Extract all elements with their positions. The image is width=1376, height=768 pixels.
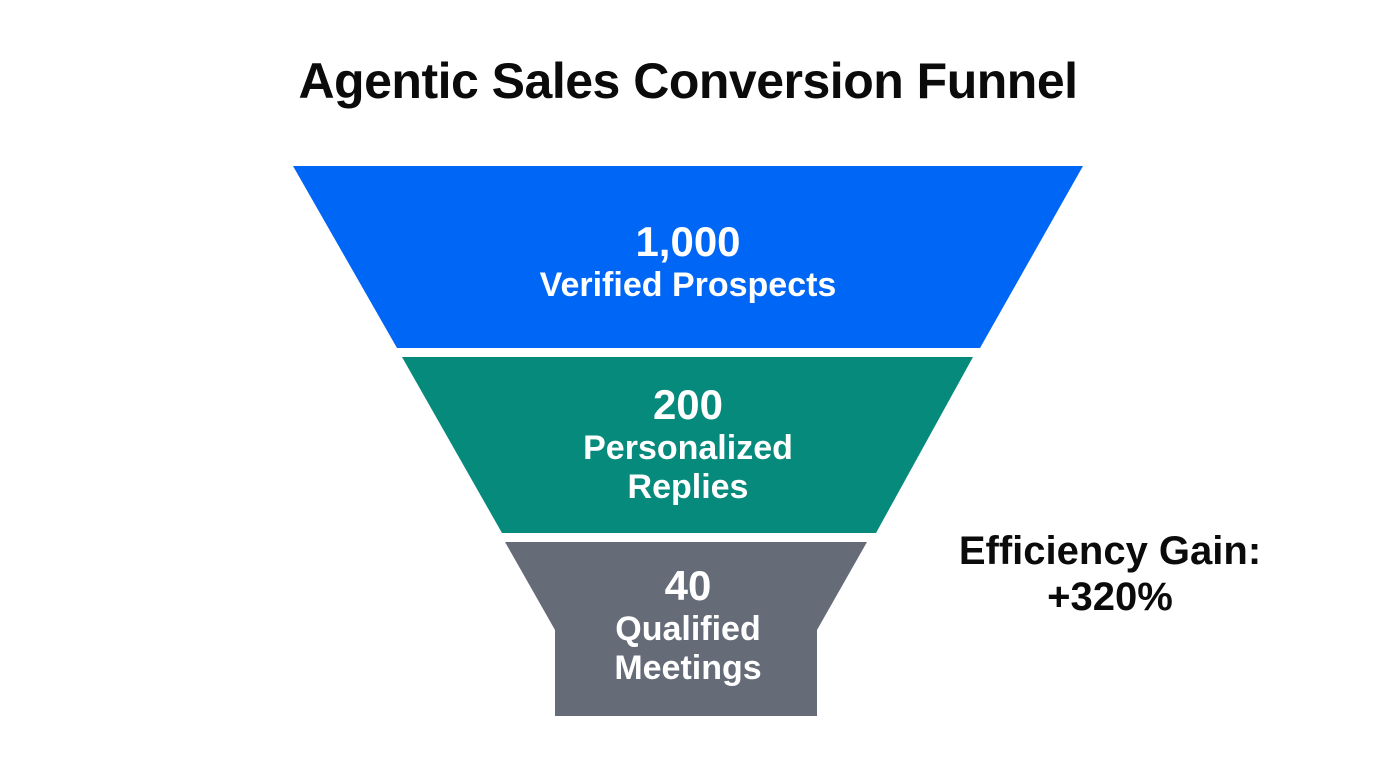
chart-title: Agentic Sales Conversion Funnel (298, 53, 1078, 109)
funnel-stage-1-shape (293, 166, 1083, 348)
stage-3-value: 40 (664, 562, 712, 609)
funnel-stage-2: 200 Personalized Replies (438, 381, 938, 507)
funnel-stage-3-shape (505, 542, 867, 716)
annotation-line2: +320% (1047, 575, 1173, 619)
funnel-stage-1: 1,000 Verified Prospects (393, 218, 983, 305)
stage-2-value: 200 (652, 381, 724, 428)
funnel-stage-3: 40 Qualified Meetings (538, 562, 838, 688)
stage-1-value: 1,000 (635, 218, 741, 265)
funnel-stage-2-shape (402, 357, 973, 533)
stage-3-label-line1: Qualified (615, 610, 761, 648)
annotation-line1: Efficiency Gain: (958, 529, 1262, 573)
stage-2-label-line1: Personalized (583, 429, 793, 467)
stage-3-label-line2: Meetings (614, 649, 762, 687)
stage-1-label: Verified Prospects (539, 266, 837, 304)
stage-2-label-line2: Replies (627, 468, 749, 506)
efficiency-annotation: Efficiency Gain: +320% (920, 528, 1300, 620)
